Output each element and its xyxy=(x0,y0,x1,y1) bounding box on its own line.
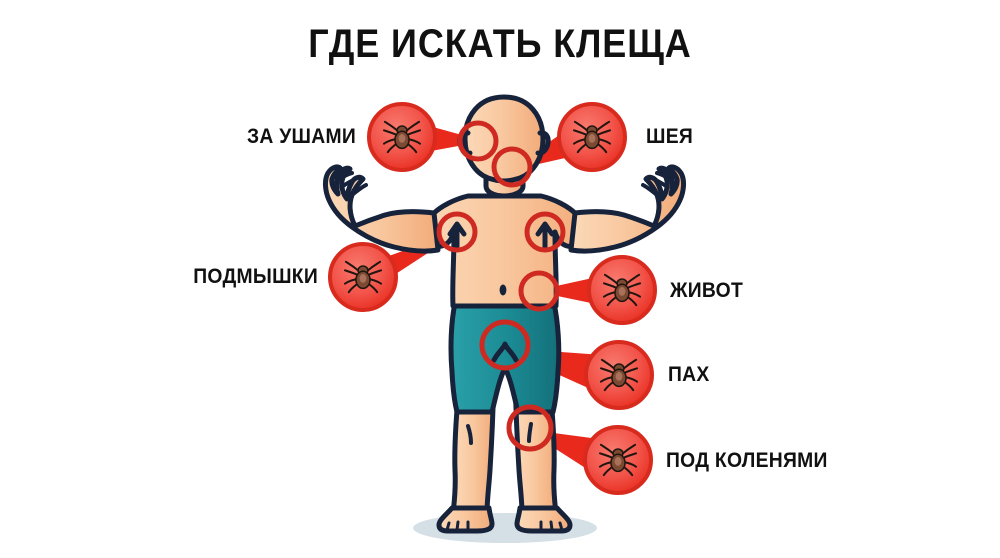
marker-armpit-right xyxy=(524,211,566,253)
callout-label-neck: ШЕЯ xyxy=(646,125,694,148)
marker-groin xyxy=(479,319,531,371)
human-figure xyxy=(323,94,686,534)
body-marker-rings xyxy=(436,120,566,452)
tick-icon xyxy=(343,260,383,294)
bubble-behind-knees[interactable] xyxy=(583,425,653,495)
marker-behind-ears xyxy=(457,120,499,162)
shorts xyxy=(448,300,562,415)
callout-label-belly: ЖИВОТ xyxy=(670,279,744,302)
callout-label-behind-ears: ЗА УШАМИ xyxy=(246,125,356,148)
knee-creases xyxy=(466,422,533,445)
marker-armpit-left xyxy=(436,211,478,253)
armpit-creases xyxy=(447,221,555,250)
left-foot xyxy=(436,505,495,534)
tick-icon xyxy=(572,120,612,154)
bubble-groin[interactable] xyxy=(584,340,654,410)
toe-lines xyxy=(445,520,564,532)
callout-label-groin: ПАХ xyxy=(668,363,710,386)
callout-bubbles xyxy=(328,102,657,495)
groin-crease xyxy=(491,341,519,363)
tick-icon xyxy=(598,443,638,477)
bubble-neck[interactable] xyxy=(557,102,627,172)
hand-finger-lines xyxy=(335,171,674,197)
page-title: ГДЕ ИСКАТЬ КЛЕЩА xyxy=(308,22,692,66)
tick-icon xyxy=(602,273,642,307)
marker-neck xyxy=(491,146,533,188)
tick-icon xyxy=(599,358,639,392)
callout-label-armpits: ПОДМЫШКИ xyxy=(193,265,318,288)
tick-icon xyxy=(382,120,422,154)
bubble-armpits[interactable] xyxy=(328,242,398,312)
bubble-belly[interactable] xyxy=(587,255,657,325)
right-ear xyxy=(535,130,551,156)
callout-label-behind-knees: ПОД КОЛЕНЯМИ xyxy=(666,449,828,472)
marker-behind-knees xyxy=(506,404,554,452)
navel xyxy=(499,284,507,296)
marker-belly xyxy=(518,270,560,312)
bubble-behind-ears[interactable] xyxy=(367,102,437,172)
